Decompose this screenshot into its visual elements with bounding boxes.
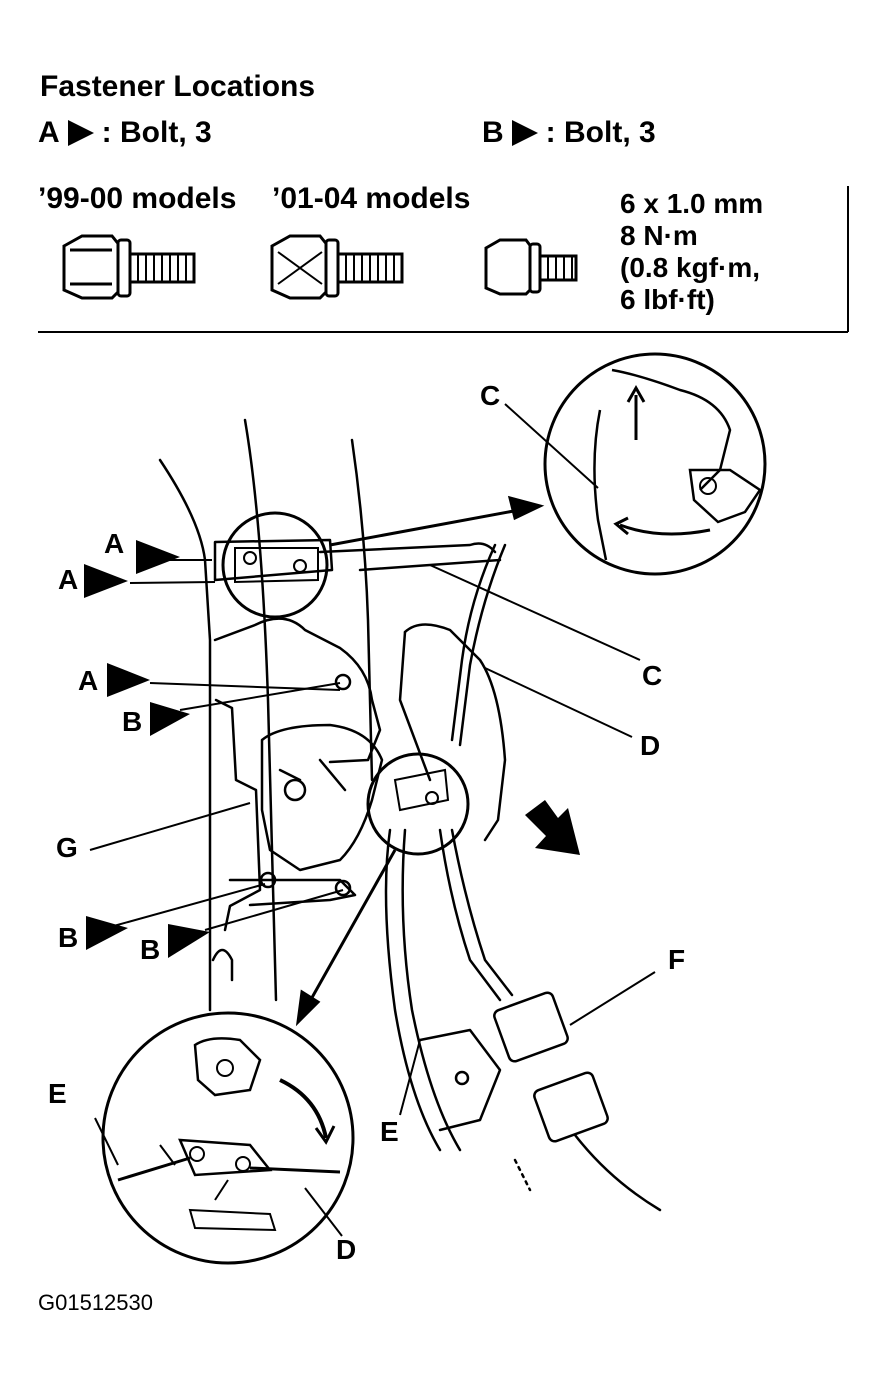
model-label-99-00: ’99-00 models	[38, 182, 237, 215]
callout-b-3: B	[140, 934, 161, 965]
legend-bolt-b: B : Bolt, 3	[482, 118, 656, 148]
detail-circle-bottom-left	[101, 1011, 355, 1265]
legend-b-text: : Bolt, 3	[545, 116, 656, 149]
callout-triangles	[84, 540, 210, 958]
door-latch-assembly-illustration	[158, 418, 662, 1212]
detail-circle-middle	[366, 752, 470, 856]
callout-a-2: A	[58, 564, 79, 595]
legend-bolt-a: A : Bolt, 3	[38, 118, 212, 148]
spec-line-size: 6 x 1.0 mm	[620, 188, 764, 219]
legend-a-letter: A	[38, 116, 60, 149]
detail-circle-top-left	[221, 511, 329, 619]
callout-d-bottom: D	[336, 1234, 357, 1265]
model-label-01-04: ’01-04 models	[272, 182, 471, 215]
callout-g: G	[56, 832, 78, 863]
triangle-b-icon	[511, 120, 538, 146]
page-title: Fastener Locations	[40, 70, 316, 103]
bolt-icon-01-04	[270, 234, 404, 300]
legend-a-text: : Bolt, 3	[101, 116, 212, 149]
torque-spec: 6 x 1.0 mm 8 N·m (0.8 kgf·m, 6 lbf·ft)	[620, 188, 763, 316]
detail-circle-top-right	[543, 352, 767, 576]
legend-b-letter: B	[482, 116, 504, 149]
callout-b-1: B	[122, 706, 143, 737]
spec-line-torque: 8 N·m	[620, 220, 698, 251]
callout-d-right: D	[640, 730, 661, 761]
detail-arrows	[295, 495, 545, 1027]
callout-e-center: E	[380, 1116, 399, 1147]
callout-c-top: C	[480, 380, 501, 411]
callout-c-right: C	[642, 660, 663, 691]
callout-a-1: A	[104, 528, 125, 559]
triangle-a-icon	[67, 120, 94, 146]
spec-line-kgf: (0.8 kgf·m,	[620, 252, 761, 283]
callout-leaders	[89, 403, 656, 1237]
figure-code: G01512530	[38, 1290, 153, 1315]
callout-e-left: E	[48, 1078, 67, 1109]
callout-f: F	[668, 944, 686, 975]
spec-line-lbf: 6 lbf·ft)	[620, 284, 715, 315]
callout-a-3: A	[78, 665, 99, 696]
bolt-icon-99-00	[62, 234, 196, 300]
callout-b-2: B	[58, 922, 79, 953]
direction-arrow-icon	[525, 800, 580, 855]
bolt-icon-spec	[484, 238, 578, 296]
fastener-box-frame	[38, 186, 849, 333]
